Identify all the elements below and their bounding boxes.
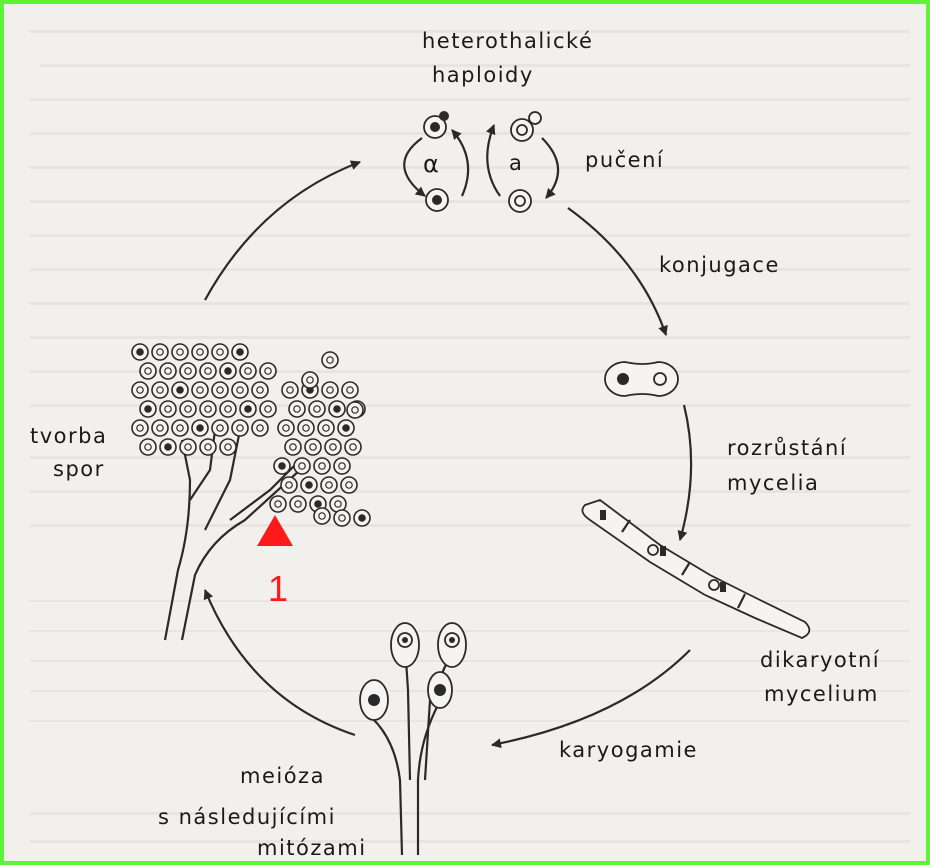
spore-nucleus — [286, 482, 292, 488]
spore-nucleus — [177, 349, 183, 355]
spore-nucleus — [245, 368, 251, 374]
spore-nucleus — [299, 463, 305, 469]
spore-nucleus — [185, 406, 191, 412]
label-mitoses: mitózami — [257, 836, 367, 860]
spore-nucleus — [137, 425, 143, 431]
spore-nucleus — [165, 368, 171, 374]
arrow-conjugation — [568, 208, 666, 335]
spore-nucleus — [283, 425, 289, 431]
arrow-meiosis — [205, 590, 355, 735]
spore-nucleus — [237, 349, 243, 355]
life-cycle-diagram: 1 heterothalické haploidy α a pučení kon… — [4, 4, 926, 861]
spore-nucleus — [307, 377, 313, 383]
spore-nucleus — [165, 406, 171, 412]
label-budding: pučení — [585, 148, 664, 172]
label-karyogamy: karyogamie — [559, 738, 698, 762]
spore-nucleus — [347, 387, 353, 393]
spore-nucleus — [237, 387, 243, 393]
arrow-spores-to-haploids — [205, 162, 360, 300]
marker-number: 1 — [268, 568, 288, 609]
spore-nucleus — [295, 501, 301, 507]
spore-nucleus — [327, 387, 333, 393]
spore-nucleus — [314, 406, 320, 412]
spore-nucleus — [197, 349, 203, 355]
spore-nucleus — [275, 501, 281, 507]
spore-nucleus — [290, 444, 296, 450]
spore-nucleus — [225, 444, 231, 450]
spore-nucleus — [319, 513, 325, 519]
marker-triangle-icon — [257, 515, 293, 546]
label-mycelium: mycelium — [764, 682, 879, 706]
spore-nucleus — [157, 349, 163, 355]
spore-nucleus — [334, 406, 340, 412]
label-spores: spor — [53, 457, 105, 481]
spore-nucleus — [185, 368, 191, 374]
spore-nucleus — [265, 368, 271, 374]
spore-nucleus — [306, 482, 312, 488]
spore-nucleus — [245, 406, 251, 412]
spore-nucleus — [339, 515, 345, 521]
label-with-following: s následujícími — [158, 805, 336, 829]
label-heterothallic: heterothalické — [422, 29, 593, 53]
spore-nucleus — [205, 444, 211, 450]
arrow-karyogamy — [492, 650, 690, 745]
spore-nucleus — [165, 444, 171, 450]
spore-nucleus — [205, 368, 211, 374]
spore-nucleus — [185, 444, 191, 450]
spore-nucleus — [294, 406, 300, 412]
label-meiosis: meióza — [240, 764, 325, 788]
asci-structure — [360, 623, 466, 855]
spore-nucleus — [197, 425, 203, 431]
dikaryotic-hypha — [582, 500, 809, 638]
spore-nucleus — [177, 425, 183, 431]
spore-nucleus — [310, 444, 316, 450]
arrow-growth — [680, 405, 691, 540]
spore-nucleus — [257, 387, 263, 393]
spore-nucleus — [330, 444, 336, 450]
spore-nucleus — [265, 406, 271, 412]
label-growth: rozrůstání — [727, 436, 847, 460]
spore-nucleus — [217, 387, 223, 393]
label-alpha: α — [423, 150, 440, 178]
spore-nucleus — [137, 349, 143, 355]
spore-nucleus — [327, 357, 333, 363]
conjugated-cell — [605, 362, 678, 396]
spore-nucleus — [157, 425, 163, 431]
spore-nucleus — [225, 406, 231, 412]
label-conjugation: konjugace — [659, 253, 780, 277]
spore-nucleus — [177, 387, 183, 393]
spore-nucleus — [217, 425, 223, 431]
spore-nucleus — [145, 406, 151, 412]
spore-nucleus — [237, 425, 243, 431]
spore-nucleus — [326, 482, 332, 488]
spore-nucleus — [217, 349, 223, 355]
spore-nucleus — [197, 387, 203, 393]
label-dikaryotic: dikaryotní — [760, 648, 880, 672]
label-mycelia: mycelia — [727, 471, 819, 495]
label-haploids: haploidy — [432, 63, 534, 87]
spore-nucleus — [225, 368, 231, 374]
spore-nucleus — [145, 368, 151, 374]
spore-nucleus — [346, 482, 352, 488]
label-spore-formation: tvorba — [30, 424, 107, 448]
spore-nucleus — [157, 387, 163, 393]
spore-nucleus — [257, 425, 263, 431]
spore-nucleus — [343, 425, 349, 431]
spore-nucleus — [205, 406, 211, 412]
spore-nucleus — [359, 515, 365, 521]
spore-nucleus — [315, 501, 321, 507]
spore-nucleus — [339, 463, 345, 469]
spore-nucleus — [303, 425, 309, 431]
spore-nucleus — [352, 407, 358, 413]
spore-nucleus — [335, 501, 341, 507]
spore-nucleus — [323, 425, 329, 431]
label-a: a — [509, 151, 523, 175]
spore-nucleus — [145, 444, 151, 450]
spore-nucleus — [350, 444, 356, 450]
spore-nucleus — [287, 387, 293, 393]
spore-nucleus — [319, 463, 325, 469]
spore-nucleus — [279, 463, 285, 469]
spore-nucleus — [137, 387, 143, 393]
